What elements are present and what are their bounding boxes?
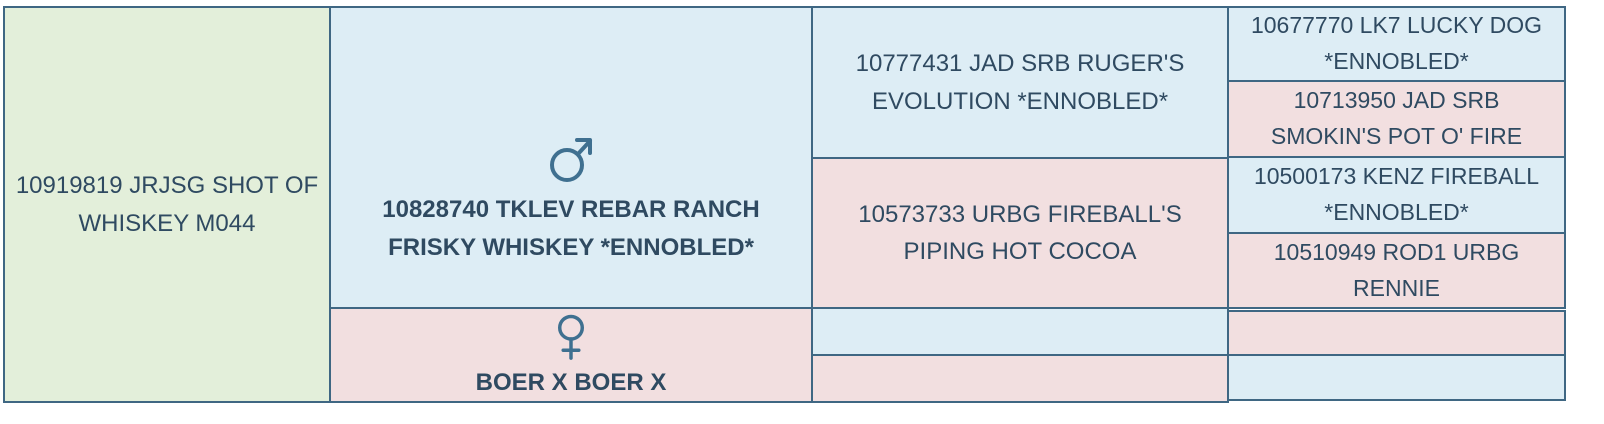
dam-cell[interactable]: BOER X BOER X	[329, 307, 813, 403]
dam-name: BOER X BOER X	[475, 368, 667, 396]
gen4-cell-2[interactable]: 10713950 JAD SRB SMOKIN'S POT O' FIRE	[1227, 80, 1566, 158]
dam-sire-cell[interactable]	[811, 307, 1229, 356]
dam-dam-cell[interactable]	[811, 354, 1229, 403]
gen4-cell-3[interactable]: 10500173 KENZ FIREBALL *ENNOBLED*	[1227, 156, 1566, 234]
sire-name: 10828740 TKLEV REBAR RANCH FRISKY WHISKE…	[382, 196, 760, 261]
subject-cell[interactable]: 10919819 JRJSG SHOT OF WHISKEY M044	[3, 6, 331, 403]
sire-cell[interactable]: 10828740 TKLEV REBAR RANCH FRISKY WHISKE…	[329, 6, 813, 309]
male-icon	[550, 138, 592, 183]
sire-dam-name: 10573733 URBG FIREBALL'S PIPING HOT COCO…	[858, 200, 1182, 265]
female-icon	[557, 314, 585, 360]
gen4-name: 10677770 LK7 LUCKY DOG *ENNOBLED*	[1250, 12, 1543, 74]
gen4-cell-6[interactable]	[1227, 354, 1566, 401]
sire-sire-cell[interactable]: 10777431 JAD SRB RUGER'S EVOLUTION *ENNO…	[811, 6, 1229, 159]
gen4-cell-4[interactable]: 10510949 ROD1 URBG RENNIE	[1227, 232, 1566, 309]
gen4-cell-1[interactable]: 10677770 LK7 LUCKY DOG *ENNOBLED*	[1227, 6, 1566, 82]
gen4-cell-5[interactable]	[1227, 310, 1566, 356]
sire-dam-cell[interactable]: 10573733 URBG FIREBALL'S PIPING HOT COCO…	[811, 157, 1229, 309]
sire-sire-name: 10777431 JAD SRB RUGER'S EVOLUTION *ENNO…	[855, 50, 1185, 115]
gen4-name: 10510949 ROD1 URBG RENNIE	[1273, 238, 1520, 301]
subject-name: 10919819 JRJSG SHOT OF WHISKEY M044	[15, 172, 319, 237]
gen4-name: 10713950 JAD SRB SMOKIN'S POT O' FIRE	[1270, 87, 1523, 149]
gen4-name: 10500173 KENZ FIREBALL *ENNOBLED*	[1253, 163, 1540, 225]
